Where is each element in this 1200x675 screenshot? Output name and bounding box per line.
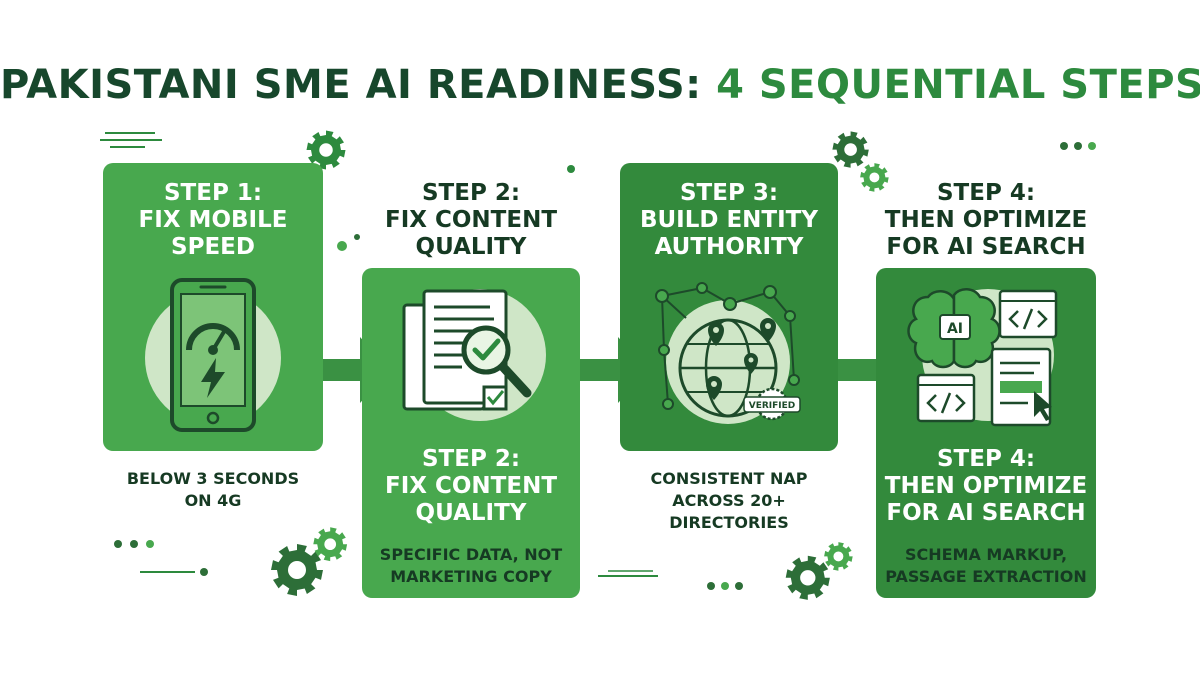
step-2-inner-label: STEP 2: bbox=[421, 446, 521, 472]
decoration-dots-bottom-left bbox=[114, 540, 154, 548]
step-2-detail-line-1: SPECIFIC DATA, NOT bbox=[379, 545, 563, 564]
gear-icon bbox=[271, 544, 323, 596]
step-1-detail-line-1: BELOW 3 SECONDS bbox=[126, 469, 300, 488]
step-4-inner-heading-line-1: THEN OPTIMIZE bbox=[884, 473, 1088, 499]
decoration-dot-step3 bbox=[567, 165, 575, 173]
step-4-heading-line-1: THEN OPTIMIZE bbox=[884, 207, 1088, 233]
step-3-detail-line-2: ACROSS 20+ bbox=[672, 491, 786, 510]
decoration-line-bottom-middle bbox=[598, 570, 658, 577]
step-4-inner-label: STEP 4: bbox=[936, 446, 1036, 472]
decoration-dots-mid bbox=[337, 234, 360, 251]
step-1-label: STEP 1: bbox=[163, 180, 263, 206]
ai-chip-label: AI bbox=[947, 321, 963, 337]
step-4-detail-line-2: PASSAGE EXTRACTION bbox=[885, 567, 1087, 586]
step-4-label: STEP 4: bbox=[936, 180, 1036, 206]
globe-network-icon: VERIFIED bbox=[655, 282, 801, 424]
decoration-dots-top-right bbox=[1060, 142, 1096, 150]
step-1-heading-line-2: SPEED bbox=[171, 234, 255, 260]
step-2-detail-line-2: MARKETING COPY bbox=[390, 567, 552, 586]
step-3-heading-line-1: BUILD ENTITY bbox=[639, 207, 819, 233]
gear-icon bbox=[823, 541, 853, 571]
step-4-inner-heading-line-2: FOR AI SEARCH bbox=[886, 500, 1086, 526]
step-1-heading-line-1: FIX MOBILE bbox=[138, 207, 288, 233]
step-3-label: STEP 3: bbox=[679, 180, 779, 206]
title-part-1: PAKISTANI SME AI READINESS: bbox=[0, 62, 702, 108]
decoration-dots-bottom-middle bbox=[707, 582, 743, 590]
document-magnifier-icon bbox=[402, 289, 546, 421]
step-2-heading-line-2: QUALITY bbox=[415, 234, 527, 260]
step-2-inner-heading-line-2: QUALITY bbox=[415, 500, 527, 526]
gear-icon bbox=[832, 131, 870, 169]
decoration-line-bottom-left bbox=[140, 568, 208, 576]
verified-badge-text: VERIFIED bbox=[749, 401, 796, 411]
title-part-2: 4 SEQUENTIAL STEPS bbox=[716, 62, 1200, 108]
step-3-detail-line-3: DIRECTORIES bbox=[669, 513, 789, 532]
gear-icon bbox=[859, 162, 889, 192]
step-4-heading-line-2: FOR AI SEARCH bbox=[886, 234, 1086, 260]
ai-brain-code-icon: AI bbox=[907, 288, 1058, 427]
step-2-inner-heading-line-1: FIX CONTENT bbox=[384, 473, 558, 499]
step-1-detail-line-2: ON 4G bbox=[184, 491, 242, 510]
step-3-detail-line-1: CONSISTENT NAP bbox=[650, 469, 808, 488]
step-4-detail-line-1: SCHEMA MARKUP, bbox=[904, 545, 1068, 564]
decoration-lines-top-left bbox=[100, 132, 162, 148]
gear-icon bbox=[313, 527, 347, 561]
step-3-heading-line-2: AUTHORITY bbox=[654, 234, 804, 260]
step-2-heading-line-1: FIX CONTENT bbox=[384, 207, 558, 233]
smartphone-speedometer-icon bbox=[145, 278, 281, 432]
step-2-label: STEP 2: bbox=[421, 180, 521, 206]
gear-icon bbox=[306, 130, 346, 170]
gear-icon bbox=[785, 555, 831, 601]
page-title: PAKISTANI SME AI READINESS: 4 SEQUENTIAL… bbox=[0, 62, 1200, 108]
